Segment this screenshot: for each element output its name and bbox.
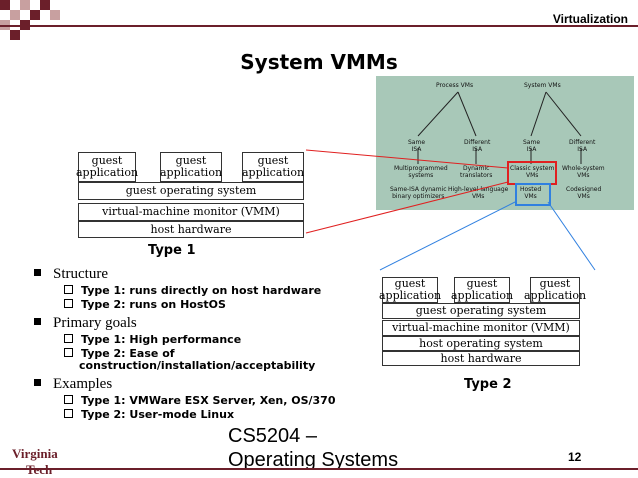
sub-bullet: Type 1: VMWare ESX Server, Xen, OS/370 — [64, 395, 354, 407]
sub-bullet: Type 1: runs directly on host hardware — [64, 285, 354, 297]
type2-label: Type 2 — [464, 377, 512, 392]
bullet-list: Structure Type 1: runs directly on host … — [34, 266, 354, 421]
taxonomy-same-isa-1: Same ISA — [408, 139, 426, 153]
taxonomy-whole-system-vms: Whole-system VMs — [562, 165, 605, 179]
virginia-tech-logo: Virginia Tech — [12, 446, 58, 478]
taxonomy-system-vms: System VMs — [524, 82, 561, 89]
taxonomy-same-isa-dynamic: Same-ISA dynamic binary optimizers — [390, 186, 447, 200]
taxonomy-classic-system-vms: Classic system VMs — [510, 165, 555, 179]
type1-guest-app-2: guest application — [160, 152, 222, 182]
sub-bullet: Type 2: Ease of construction/installatio… — [64, 348, 315, 372]
taxonomy-hosted-vms: Hosted VMs — [520, 186, 542, 200]
blue-connector-right — [547, 201, 596, 271]
taxonomy-hll-vms: High-level-language VMs — [448, 186, 509, 200]
bullet-examples: Examples — [34, 376, 354, 393]
taxonomy-different-isa-2: Different ISA — [569, 139, 596, 153]
taxonomy-same-isa-2: Same ISA — [523, 139, 541, 153]
type2-guest-os: guest operating system — [382, 303, 580, 319]
bullet-primary-goals: Primary goals — [34, 315, 354, 332]
taxonomy-codesigned-vms: Codesigned VMs — [566, 186, 602, 200]
course-title: CS5204 – Operating Systems — [228, 424, 398, 472]
sub-bullet: Type 2: User-mode Linux — [64, 409, 354, 421]
hosted-vms-highlight — [515, 183, 551, 206]
taxonomy-dynamic-translators: Dynamic translators — [460, 165, 493, 179]
type1-label: Type 1 — [148, 243, 196, 258]
type1-host-hardware: host hardware — [78, 221, 304, 238]
type2-host-hardware: host hardware — [382, 351, 580, 366]
type2-vmm: virtual-machine monitor (VMM) — [382, 320, 580, 336]
classic-vms-highlight — [507, 161, 557, 185]
header-bar — [0, 25, 638, 27]
type1-vmm: virtual-machine monitor (VMM) — [78, 203, 304, 221]
type1-guest-app-3: guest application — [242, 152, 304, 182]
slide-title: System VMMs — [240, 50, 398, 74]
type2-guest-app-1: guest application — [378, 277, 442, 303]
footer-bar — [0, 468, 638, 470]
taxonomy-different-isa-1: Different ISA — [464, 139, 491, 153]
logo-line-1: Virginia — [12, 446, 58, 461]
checker-decoration — [0, 0, 60, 40]
blue-connector-left — [379, 201, 516, 271]
bullet-structure: Structure — [34, 266, 354, 283]
course-line-1: CS5204 – — [228, 425, 317, 447]
type1-guest-app-1: guest application — [76, 152, 138, 182]
sub-bullet: Type 2: runs on HostOS — [64, 299, 354, 311]
type1-guest-os: guest operating system — [78, 182, 304, 200]
taxonomy-multiprogrammed: Multiprogrammed systems — [394, 165, 448, 179]
type2-host-os: host operating system — [382, 336, 580, 351]
vm-taxonomy-text: Process VMs System VMs Same ISA Differen… — [376, 76, 634, 210]
header-title: Virtualization — [552, 12, 628, 26]
sub-bullet: Type 1: High performance — [64, 334, 354, 346]
course-line-2: Operating Systems — [228, 449, 399, 471]
taxonomy-process-vms: Process VMs — [436, 82, 474, 89]
page-number: 12 — [568, 450, 582, 464]
type2-guest-app-3: guest application — [523, 277, 587, 303]
logo-line-2: Tech — [26, 462, 58, 478]
type2-guest-app-2: guest application — [450, 277, 514, 303]
